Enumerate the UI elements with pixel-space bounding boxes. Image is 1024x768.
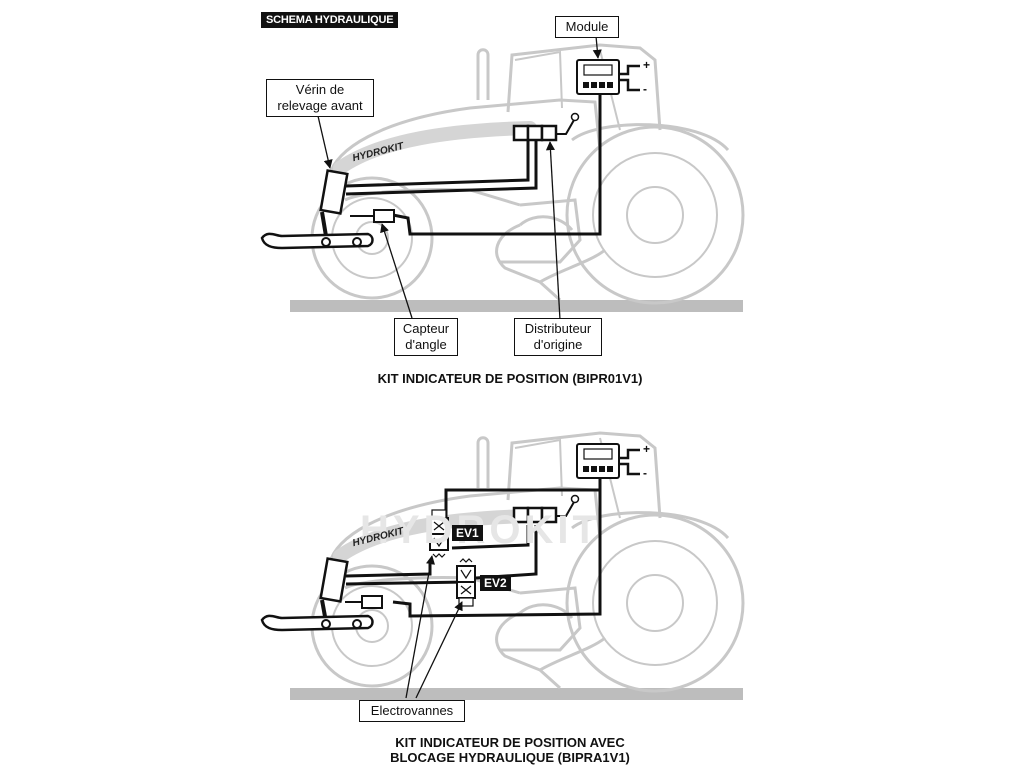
verin-label: Vérin de relevage avant bbox=[266, 79, 374, 117]
ev2-label: EV2 bbox=[480, 575, 511, 591]
caption-kit-2-line2: BLOCAGE HYDRAULIQUE (BIPRA1V1) bbox=[390, 750, 630, 765]
plus-sign-top: + bbox=[643, 58, 651, 72]
caption-kit-2-line1: KIT INDICATEUR DE POSITION AVEC bbox=[395, 735, 625, 750]
angle-sensor-top bbox=[350, 209, 395, 223]
minus-sign-bottom: - bbox=[643, 466, 647, 480]
distributeur-label-line2: d'origine bbox=[533, 337, 583, 352]
solenoid-valve-ev2 bbox=[456, 558, 476, 607]
lift-cylinder-bottom bbox=[319, 557, 349, 623]
schema-heading: SCHEMA HYDRAULIQUE bbox=[261, 12, 399, 28]
module-unit-top bbox=[576, 59, 640, 95]
distributeur-label: Distributeur d'origine bbox=[514, 318, 602, 356]
electrovannes-label-text: Electrovannes bbox=[370, 703, 454, 718]
angle-sensor-bottom bbox=[345, 595, 383, 609]
module-label: Module bbox=[555, 16, 619, 38]
capteur-label: Capteur d'angle bbox=[394, 318, 458, 356]
lift-arm-top bbox=[260, 232, 374, 250]
module-unit-bottom bbox=[576, 443, 640, 479]
distributor-valve-bottom bbox=[512, 494, 580, 524]
minus-sign-top: - bbox=[643, 82, 647, 96]
caption-kit-1: KIT INDICATEUR DE POSITION (BIPR01V1) bbox=[377, 371, 643, 386]
ev1-label: EV1 bbox=[452, 525, 483, 541]
electrovannes-label: Electrovannes bbox=[359, 700, 465, 722]
verin-label-line2: relevage avant bbox=[277, 98, 363, 113]
verin-label-line1: Vérin de bbox=[295, 82, 345, 97]
hydraulic-lines-top bbox=[345, 92, 602, 236]
callout-arrows-top bbox=[317, 35, 602, 321]
capteur-label-line1: Capteur bbox=[402, 321, 450, 336]
distributor-valve-top bbox=[512, 112, 580, 142]
plus-sign-bottom: + bbox=[643, 442, 651, 456]
lift-arm-bottom bbox=[260, 614, 374, 632]
callout-arrows-bottom bbox=[405, 555, 463, 699]
solenoid-valve-ev1 bbox=[429, 509, 449, 558]
module-label-text: Module bbox=[565, 19, 609, 34]
distributeur-label-line1: Distributeur bbox=[524, 321, 592, 336]
capteur-label-line2: d'angle bbox=[405, 337, 447, 352]
lift-cylinder-top bbox=[319, 169, 349, 237]
tractor-outline-bottom bbox=[290, 433, 743, 700]
caption-kit-2: KIT INDICATEUR DE POSITION AVEC BLOCAGE … bbox=[300, 735, 720, 765]
